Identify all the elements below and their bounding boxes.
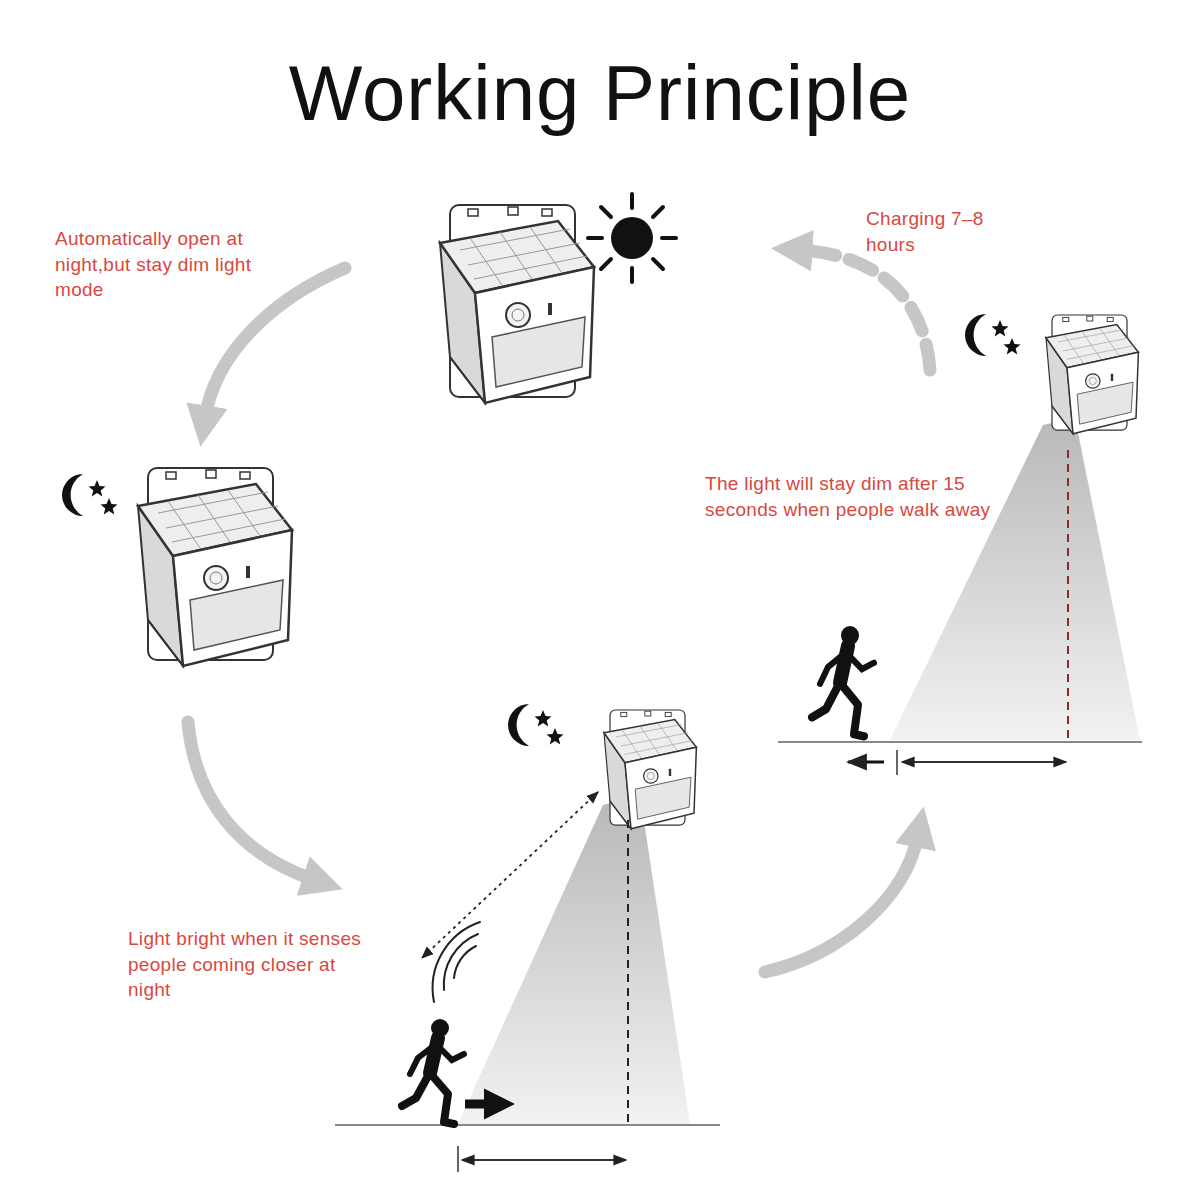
ground-line [335, 1124, 720, 1126]
solar-lamp [138, 468, 292, 666]
height-guide [627, 820, 629, 1125]
person-figure [812, 626, 874, 736]
direction-arrow [465, 1100, 490, 1109]
direction-arrow [848, 761, 884, 764]
distance-arrow [902, 761, 1066, 763]
solar-lamp [440, 205, 594, 403]
annotation-text: The light will stay dim after 15 seconds… [705, 471, 1010, 522]
annotation-text: Charging 7–8 hours [866, 206, 986, 257]
height-guide [1067, 450, 1069, 742]
ground-line [778, 741, 1142, 743]
moon-icon [965, 314, 1021, 356]
distance-arrow [462, 1159, 626, 1161]
sensor-waves [433, 922, 480, 1002]
annotation-text: Automatically open at night,but stay dim… [55, 226, 295, 303]
diagram-title: Working Principle [0, 48, 1200, 139]
sensing-range [422, 792, 598, 958]
light-beam [890, 418, 1140, 740]
person-figure [402, 1019, 464, 1124]
distance-arrow [457, 1146, 459, 1172]
light-beam [458, 795, 690, 1124]
sun-icon [588, 194, 676, 282]
solar-lamp [1046, 315, 1138, 434]
moon-icon [62, 474, 118, 516]
solar-lamp [604, 710, 696, 829]
annotation-text: Light bright when it senses people comin… [128, 926, 380, 1003]
moon-icon [508, 704, 564, 746]
distance-arrow [896, 750, 898, 775]
